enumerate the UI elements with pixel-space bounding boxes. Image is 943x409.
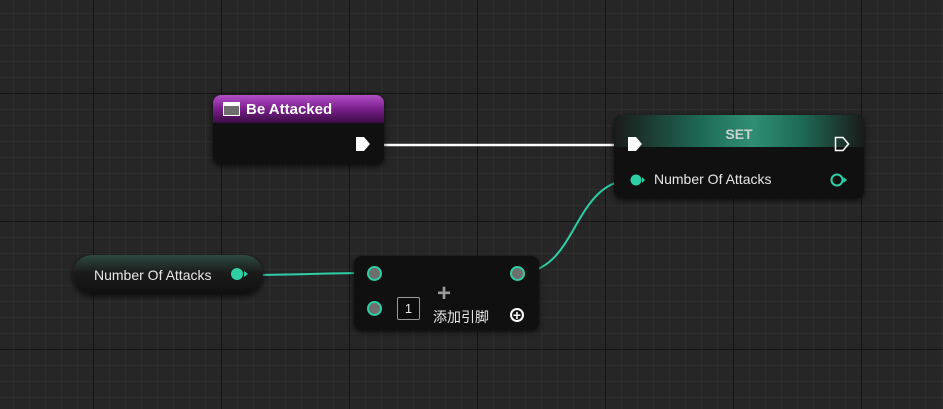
value-out-pin-icon[interactable] [231,267,249,281]
exec-in-pin-icon[interactable] [627,136,643,152]
add-input-b-pin-icon[interactable] [367,301,382,316]
add-operator-icon: + [437,280,452,307]
add-node[interactable]: 1 + 添加引脚 + [354,256,539,330]
variable-getter-node[interactable]: Number Of Attacks [73,255,263,294]
set-node-title: SET [725,126,753,142]
event-node-header: Be Attacked [213,95,384,123]
set-value-label: Number Of Attacks [654,171,772,187]
set-node-header: SET [614,115,864,147]
set-node[interactable]: SET Number Of Attacks [614,115,864,198]
getter-label: Number Of Attacks [94,267,212,283]
add-output-pin-icon[interactable] [510,266,525,281]
add-input-a-pin-icon[interactable] [367,266,382,281]
event-node-title: Be Attacked [246,100,333,118]
constant-input-field[interactable]: 1 [397,297,420,320]
value-in-pin-icon[interactable] [630,173,646,187]
exec-out-pin-icon[interactable] [355,136,371,152]
exec-out-pin-icon[interactable] [834,136,850,152]
value-out-pin-icon[interactable] [830,172,848,188]
add-pin-icon[interactable]: + [510,308,524,322]
event-node-be-attacked[interactable]: Be Attacked [213,95,384,164]
event-icon [223,102,240,116]
add-pin-label[interactable]: 添加引脚 [433,309,489,325]
